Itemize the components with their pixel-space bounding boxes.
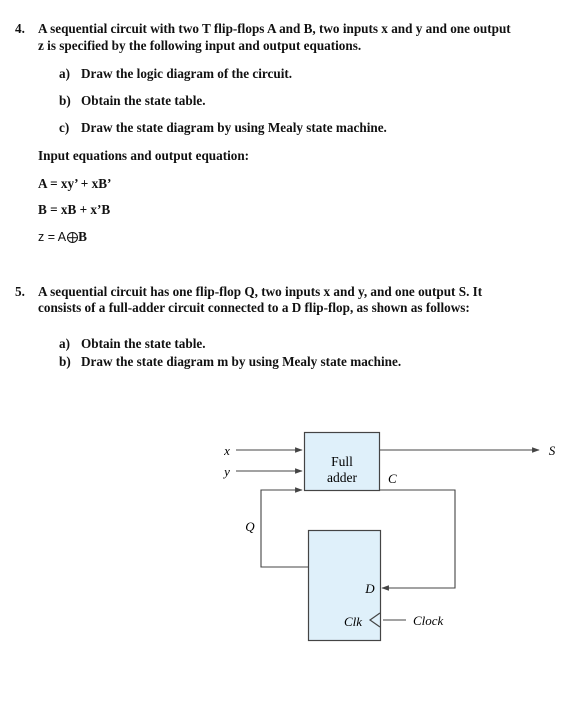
feedback-q-label: Q bbox=[245, 519, 255, 534]
q4-part-b-label: b) bbox=[59, 93, 71, 108]
q4-part-c-text: Draw the state diagram by using Mealy st… bbox=[81, 120, 387, 135]
wire-carry-to-d bbox=[380, 489, 456, 591]
d-input-label: D bbox=[364, 581, 375, 596]
q4-part-a-text: Draw the logic diagram of the circuit. bbox=[81, 66, 293, 81]
q4-equation-z-right: B bbox=[78, 229, 87, 244]
input-y-label: y bbox=[222, 464, 230, 479]
full-adder-block bbox=[303, 431, 381, 492]
full-adder-label-line1: Full bbox=[331, 454, 353, 469]
carry-c-label: C bbox=[388, 471, 397, 486]
wire-feedback-q bbox=[260, 487, 308, 568]
q4-part-c-label: c) bbox=[59, 120, 70, 135]
q5-line1: A sequential circuit has one flip-flop Q… bbox=[38, 284, 483, 299]
q4-line2: z is specified by the following input an… bbox=[38, 38, 362, 53]
clock-label: Clock bbox=[413, 613, 444, 628]
q5-part-a-label: a) bbox=[59, 336, 70, 351]
q4-equation-z: z = A B bbox=[38, 229, 87, 245]
q4-equations-heading: Input equations and output equation: bbox=[38, 148, 250, 163]
q4-part-b-text: Obtain the state table. bbox=[81, 93, 206, 108]
q5-line2: consists of a full-adder circuit connect… bbox=[38, 300, 470, 315]
q4-equation-a: A = xy’ + xB’ bbox=[38, 176, 112, 191]
q4-number: 4. bbox=[15, 21, 25, 36]
full-adder-label-line2: adder bbox=[327, 470, 357, 485]
xor-operator-icon bbox=[67, 232, 79, 243]
q4-equation-z-left: z = A bbox=[38, 230, 67, 244]
clk-input-label: Clk bbox=[344, 614, 362, 629]
output-s-label: S bbox=[549, 443, 556, 458]
q5-part-b-text: Draw the state diagram m by using Mealy … bbox=[81, 354, 402, 369]
q5-part-a-text: Obtain the state table. bbox=[81, 336, 206, 351]
q4-line1: A sequential circuit with two T flip-flo… bbox=[38, 21, 511, 36]
input-x-label: x bbox=[223, 443, 230, 458]
q5-number: 5. bbox=[15, 284, 25, 299]
q5-part-b-label: b) bbox=[59, 354, 71, 369]
q4-equation-b: B = xB + x’B bbox=[38, 202, 111, 217]
clock-triangle-icon bbox=[368, 612, 381, 628]
q4-part-a-label: a) bbox=[59, 66, 70, 81]
d-flip-flop-block bbox=[307, 529, 382, 642]
